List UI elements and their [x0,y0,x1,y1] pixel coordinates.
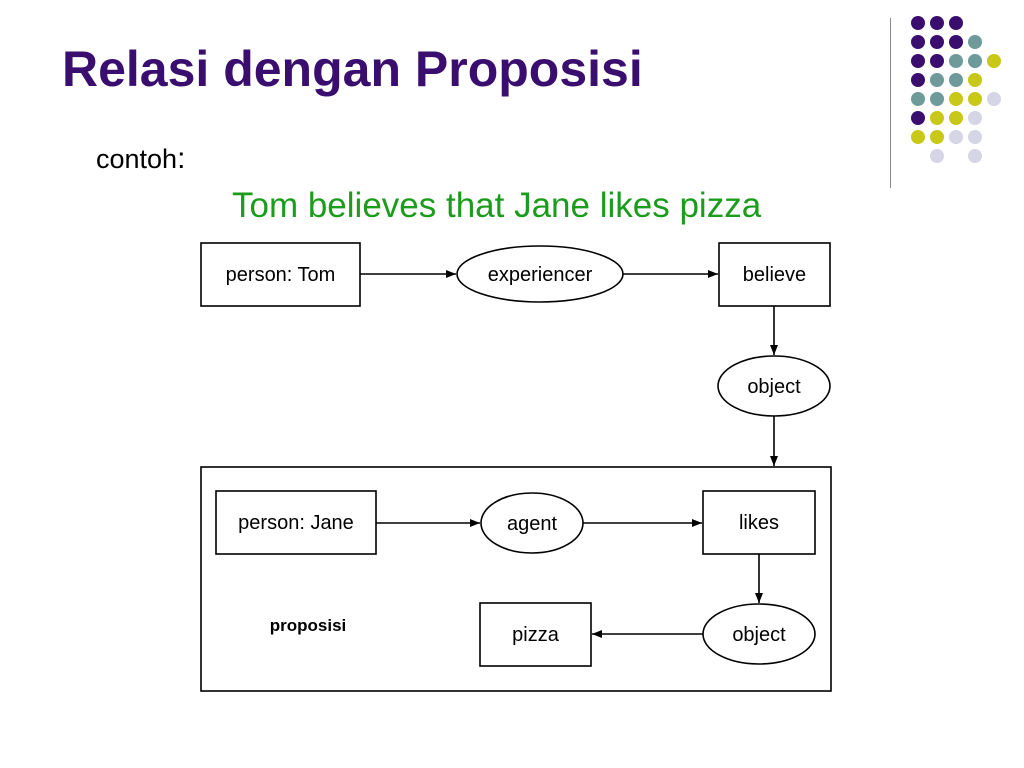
decorative-dot [930,92,944,106]
decorative-dot [930,73,944,87]
decorative-dot [949,54,963,68]
node-likes [702,490,816,555]
decorative-dot [968,35,982,49]
decorative-dot [930,149,944,163]
decorative-dot [911,16,925,30]
node-person-jane [215,490,377,555]
node-pizza-label: pizza [512,624,560,646]
decorative-dot [949,92,963,106]
decorative-dot [930,35,944,49]
node-believe [718,242,831,307]
decorative-dot [949,35,963,49]
decorative-dot [930,54,944,68]
vertical-divider [890,18,891,188]
node-agent-label: agent [507,513,557,535]
example-sentence: Tom believes that Jane likes pizza [232,186,762,225]
decorative-dot [987,54,1001,68]
decorative-dot [930,130,944,144]
decorative-dot [911,130,925,144]
decorative-dot [987,92,1001,106]
decorative-dot [930,111,944,125]
decorative-dot [911,92,925,106]
node-person-tom-label: person: Tom [226,264,336,286]
decorative-dot [911,111,925,125]
decorative-dot [911,35,925,49]
decorative-dot [968,130,982,144]
subtitle-text: contoh [96,144,178,174]
decorative-dot-grid [911,16,1001,163]
decorative-dot [968,73,982,87]
decorative-dot [949,111,963,125]
subtitle: contoh: [96,142,185,176]
node-believe-label: believe [743,264,806,286]
subtitle-colon: : [177,142,186,175]
node-pizza [479,602,592,667]
decorative-dot [968,54,982,68]
node-experiencer-label: experiencer [488,264,593,286]
node-likes-label: likes [739,512,779,534]
decorative-dot [968,111,982,125]
decorative-dot [930,16,944,30]
slide-title: Relasi dengan Proposisi [62,41,643,97]
node-object-inner-label: object [732,624,786,646]
decorative-dot [968,92,982,106]
decorative-dot [968,149,982,163]
decorative-dot [911,73,925,87]
node-person-jane-label: person: Jane [238,512,354,534]
node-person-tom [200,242,361,307]
proposition-label: proposisi [270,616,347,635]
decorative-dot [949,16,963,30]
decorative-dot [949,73,963,87]
decorative-dot [911,54,925,68]
node-object-outer-label: object [747,376,801,398]
decorative-dot [949,130,963,144]
proposition-box [200,466,832,692]
